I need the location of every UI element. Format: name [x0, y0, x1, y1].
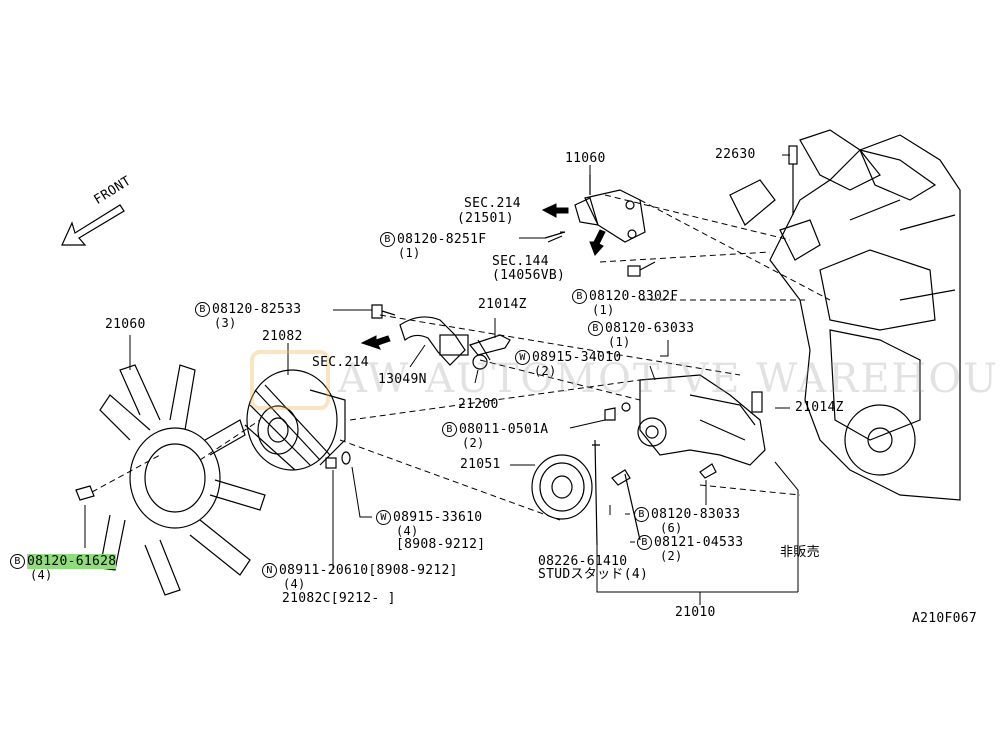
- bolt-icon: B: [10, 554, 25, 569]
- bolt-icon: B: [195, 302, 210, 317]
- fastener-range: [8908-9212]: [368, 563, 458, 578]
- fan-21060-drawing: [99, 364, 266, 596]
- sec144[interactable]: SEC.144: [492, 254, 549, 269]
- bolt-icon: B: [634, 507, 649, 522]
- water-pump-21010-drawing: [621, 374, 766, 466]
- direction-arrow-icon: [360, 335, 391, 350]
- fastener-number: 08121-04533: [654, 535, 744, 550]
- part-21082c[interactable]: 21082C[9212- ]: [282, 591, 396, 606]
- fastener-number: 08915-33610: [393, 510, 483, 525]
- part-21082[interactable]: 21082: [262, 329, 303, 344]
- fastener-qty: (2): [534, 364, 557, 378]
- bolt-icon: B: [442, 422, 457, 437]
- engine-block-drawing: [729, 129, 961, 501]
- figure-code: A210F067: [912, 611, 978, 626]
- fastener-qty: (3): [214, 316, 237, 330]
- pulley-21051-drawing: [531, 454, 593, 520]
- fastener-number: 08915-34010: [532, 350, 622, 365]
- fastener-qty: (1): [592, 303, 615, 317]
- fastener-qty: (4): [30, 568, 53, 582]
- fastener-range: [8908-9212]: [396, 537, 486, 552]
- fastener-number: 08120-8251F: [397, 232, 487, 247]
- not-for-sale: 非販売: [780, 545, 820, 560]
- bolt-icon: B: [637, 535, 652, 550]
- part-21200[interactable]: 21200: [458, 397, 499, 412]
- part-13049n[interactable]: 13049N: [378, 372, 427, 387]
- fastener-qty: (4): [283, 577, 306, 591]
- fastener-number: 08911-20610: [279, 563, 369, 578]
- washer-icon: W: [376, 510, 391, 525]
- part-21051[interactable]: 21051: [460, 457, 501, 472]
- part-21014z-right[interactable]: 21014Z: [795, 400, 844, 415]
- direction-arrow-icon: [589, 229, 606, 256]
- fastener-number-highlighted: 08120-61628: [27, 554, 117, 569]
- fastener-number: 08120-63033: [605, 321, 695, 336]
- stud-number[interactable]: 08226-61410: [538, 554, 628, 569]
- fastener-qty: (2): [660, 549, 683, 563]
- fan-clutch-21082-drawing: [244, 369, 346, 471]
- part-21010[interactable]: 21010: [675, 605, 716, 620]
- part-21014z-top[interactable]: 21014Z: [478, 297, 527, 312]
- fastener-qty: (1): [608, 335, 631, 349]
- water-hose-13049n-drawing: [399, 316, 469, 366]
- bolt-icon: B: [572, 289, 587, 304]
- water-outlet-11060-drawing: [574, 175, 646, 243]
- stud-desc: STUDスタッド(4): [538, 567, 649, 582]
- nut-icon: N: [262, 563, 277, 578]
- fastener-number: 08120-82533: [212, 302, 302, 317]
- sec214-top[interactable]: SEC.214: [464, 196, 521, 211]
- bolt-icon: B: [380, 232, 395, 247]
- front-arrow-icon: [61, 204, 125, 246]
- washer-icon: W: [515, 350, 530, 365]
- sec144-ref: (14056VB): [492, 268, 566, 283]
- fastener-qty: (2): [462, 436, 485, 450]
- part-11060[interactable]: 11060: [565, 151, 606, 166]
- sec214-top-ref: (21501): [457, 211, 514, 226]
- watermark-logo: [250, 350, 330, 410]
- fastener-qty: (1): [398, 246, 421, 260]
- direction-arrow-icon: [541, 203, 569, 218]
- sec214-mid[interactable]: SEC.214: [312, 355, 369, 370]
- part-21060[interactable]: 21060: [105, 317, 146, 332]
- fastener-qty: (4): [396, 524, 419, 538]
- fastener-number: 08120-8302F: [589, 289, 679, 304]
- temp-sensor-22630-drawing: [788, 145, 798, 215]
- fastener-number: 08011-0501A: [459, 422, 549, 437]
- fastener-number: 08120-83033: [651, 507, 741, 522]
- part-22630[interactable]: 22630: [715, 147, 756, 162]
- bolt-icon: B: [588, 321, 603, 336]
- fastener-qty: (6): [660, 521, 683, 535]
- watermark: AW AUTOMOTIVE WAREHOUSE: [338, 356, 1000, 402]
